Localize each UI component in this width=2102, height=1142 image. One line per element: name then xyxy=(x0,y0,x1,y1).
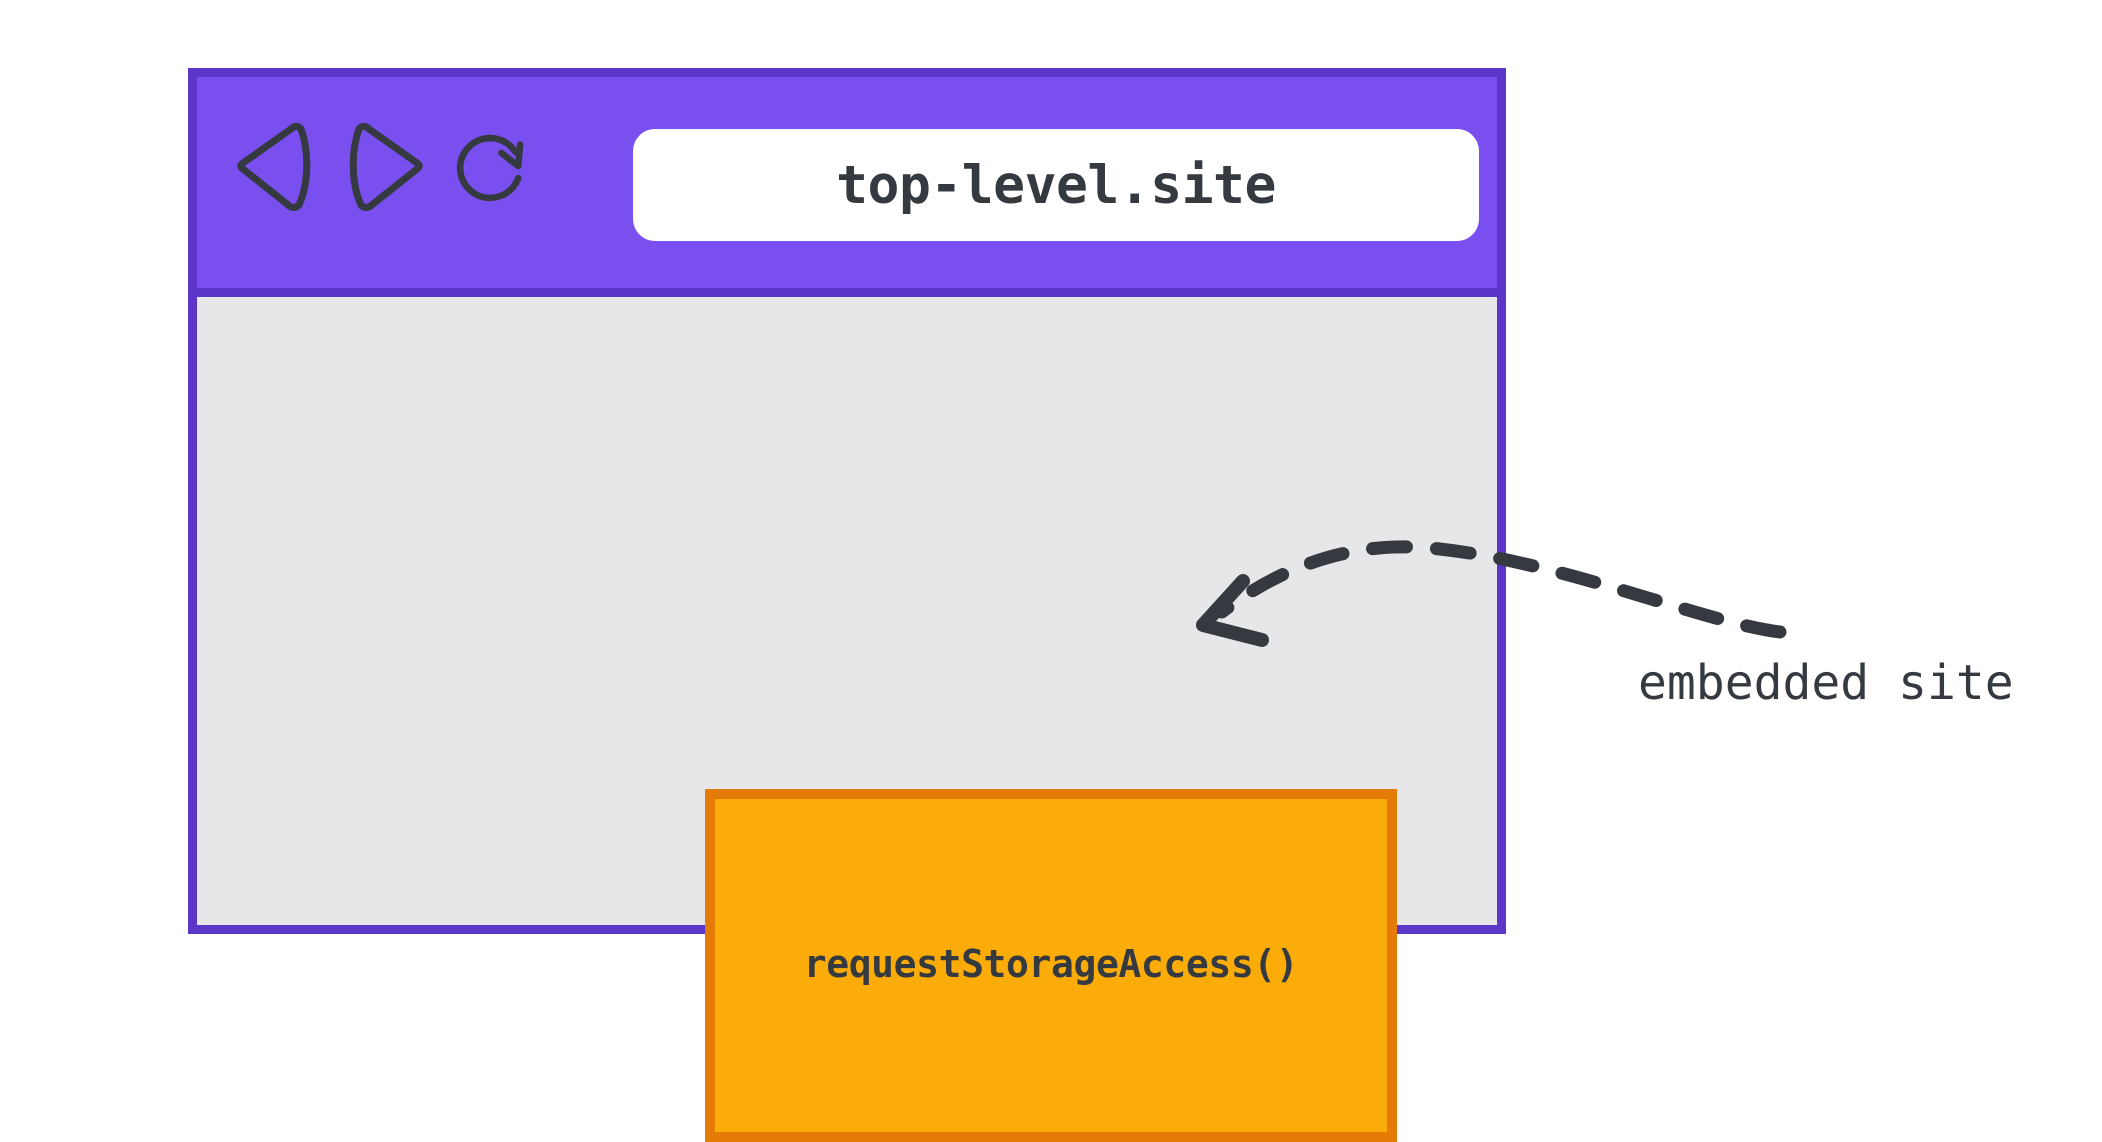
forward-triangle-icon[interactable] xyxy=(341,121,427,213)
back-triangle-icon[interactable] xyxy=(233,121,319,213)
url-text: top-level.site xyxy=(836,154,1276,216)
browser-nav-controls xyxy=(233,121,535,213)
diagram-canvas: top-level.site requestStorageAccess() em… xyxy=(188,68,2014,1142)
request-storage-access-call: requestStorageAccess() xyxy=(803,942,1299,986)
embedded-site-annotation-label: embedded site xyxy=(1638,655,2014,711)
embedded-iframe[interactable]: requestStorageAccess() xyxy=(705,789,1397,1142)
page-viewport: requestStorageAccess() xyxy=(197,297,1497,1142)
browser-window: top-level.site requestStorageAccess() xyxy=(188,68,1506,1142)
url-bar[interactable]: top-level.site xyxy=(633,129,1479,241)
reload-circular-arrow-icon[interactable] xyxy=(449,121,535,213)
browser-toolbar: top-level.site xyxy=(197,77,1497,297)
